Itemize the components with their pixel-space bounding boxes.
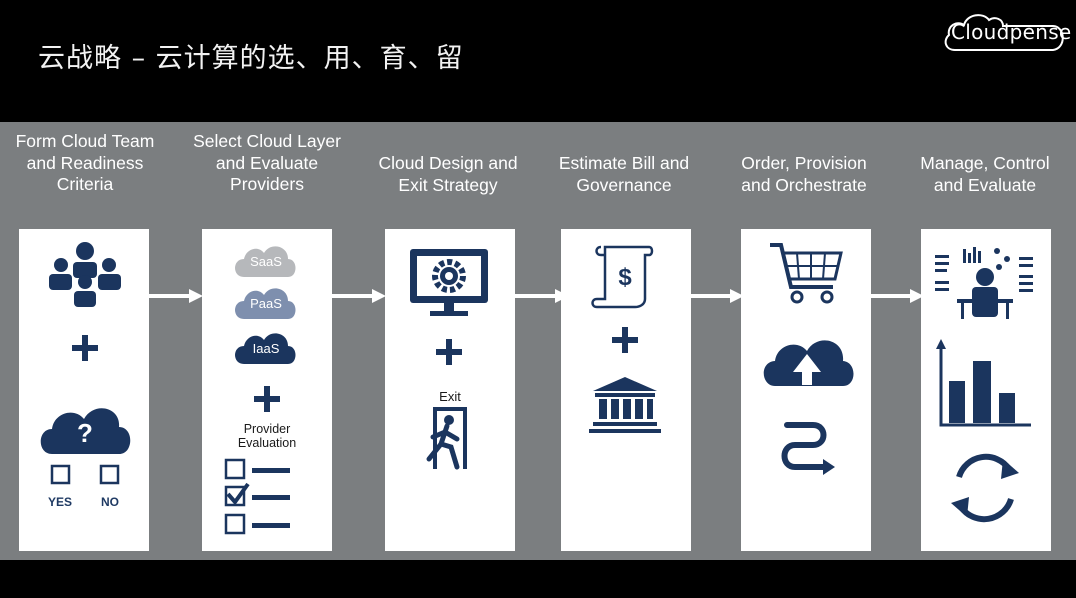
plus-icon — [254, 386, 280, 412]
step-1-card: ? YES NO — [19, 229, 149, 551]
saas-cloud-icon — [235, 246, 296, 277]
step-2-icons: SaaS PaaS IaaS — [224, 246, 296, 535]
iaas-cloud-icon — [235, 333, 296, 364]
cloudpense-logo: Cloudpense — [941, 10, 1072, 56]
step-3-title: Cloud Design and Exit Strategy — [378, 153, 518, 195]
yes-label: YES — [47, 495, 72, 509]
svg-text:?: ? — [77, 418, 93, 448]
shopping-cart-icon — [770, 243, 843, 304]
saas-label: SaaS — [250, 254, 282, 269]
flow-arrow-4 — [690, 289, 744, 303]
bar-chart-icon — [936, 339, 1031, 427]
logo-cloud-outline-icon — [944, 14, 1064, 51]
plus-icon — [436, 339, 462, 365]
team-icon — [49, 242, 121, 307]
monitor-gear-icon — [410, 249, 488, 316]
plus-icon — [72, 335, 98, 361]
no-checkbox-icon — [99, 464, 120, 485]
bank-icon — [589, 377, 661, 433]
cloud-upload-icon — [763, 340, 854, 386]
route-icon — [781, 422, 835, 475]
step-3-card: Exit — [385, 229, 515, 551]
step-6-icons — [935, 247, 1033, 523]
checklist-icon — [224, 458, 290, 535]
step-6-card — [921, 229, 1051, 551]
step-4-card: $ — [561, 229, 691, 551]
step-2-card: SaaS PaaS IaaS Provider Evaluation — [202, 229, 332, 551]
exit-label: Exit — [439, 389, 461, 404]
plus-icon — [612, 327, 638, 353]
logo-text: Cloudpense — [951, 20, 1072, 44]
svg-text:$: $ — [618, 264, 632, 291]
no-label: NO — [101, 495, 119, 509]
yes-checkbox-icon — [50, 464, 71, 485]
flow-arrow-2 — [332, 289, 386, 303]
slide-title: 云战略 – 云计算的选、用、育、留 — [38, 43, 464, 74]
step-3-icons — [410, 249, 488, 470]
analyst-dashboard-icon — [935, 247, 1033, 319]
step-4-icons: $ — [589, 245, 661, 433]
step-1-title: Form Cloud Team and Readiness Criteria — [15, 131, 155, 194]
invoice-scroll-icon: $ — [591, 245, 654, 309]
paas-cloud-icon — [235, 288, 296, 319]
step-4-title: Estimate Bill and Governance — [558, 153, 690, 195]
step-5-card — [741, 229, 871, 551]
flow-arrow-5 — [870, 289, 924, 303]
step-5-icons — [763, 243, 854, 475]
question-cloud-icon: ? — [40, 408, 131, 454]
exit-door-icon — [426, 407, 467, 470]
step-1-icons: ? — [40, 242, 131, 485]
paas-label: PaaS — [250, 296, 282, 311]
step-2-title: Select Cloud Layer and Evaluate Provider… — [193, 131, 341, 194]
provider-evaluation-label: Provider Evaluation — [237, 422, 297, 450]
iaas-label: IaaS — [253, 341, 280, 356]
step-6-title: Manage, Control and Evaluate — [920, 153, 1050, 195]
process-panel — [0, 122, 1076, 560]
flow-arrow-1 — [149, 289, 203, 303]
step-5-title: Order, Provision and Orchestrate — [741, 153, 867, 195]
refresh-cycle-icon — [951, 453, 1019, 523]
